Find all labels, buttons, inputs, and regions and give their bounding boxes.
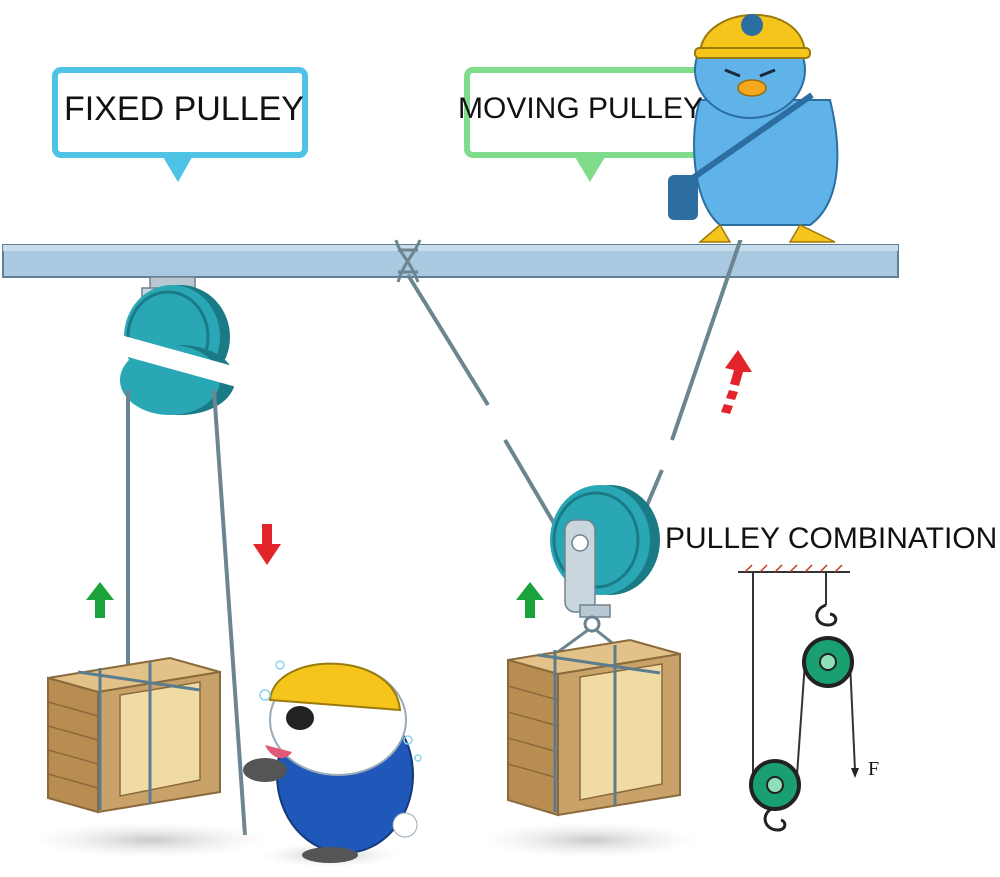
fixed-pulley-ropes bbox=[126, 389, 247, 836]
fixed-pulley-callout bbox=[52, 67, 308, 182]
hook-icon bbox=[763, 603, 838, 832]
pulley-combination-label: PULLEY COMBINATION bbox=[665, 522, 998, 555]
ceiling-beam bbox=[2, 244, 899, 278]
moving-pulley-label: MOVING PULLEY bbox=[458, 92, 704, 125]
crate-shadow-right bbox=[480, 822, 700, 858]
fixed-pulley bbox=[110, 276, 240, 415]
up-arrow-icon bbox=[516, 582, 544, 618]
up-arrow-icon bbox=[721, 350, 752, 414]
fixed-pulley-label: FIXED PULLEY bbox=[64, 90, 304, 128]
crate-shadow-left bbox=[30, 822, 270, 858]
moving-pulley-callout bbox=[464, 67, 715, 182]
down-arrow-icon bbox=[253, 524, 281, 565]
pulley-combination-diagram bbox=[738, 564, 859, 832]
force-label: F bbox=[868, 758, 880, 780]
rope-knot bbox=[394, 239, 422, 283]
moving-pulley bbox=[539, 485, 660, 667]
crate-right bbox=[507, 638, 681, 817]
seal-worker-character bbox=[243, 660, 422, 863]
bird-worker-character bbox=[668, 13, 839, 243]
crate-left bbox=[47, 656, 221, 814]
up-arrow-icon bbox=[86, 582, 114, 618]
